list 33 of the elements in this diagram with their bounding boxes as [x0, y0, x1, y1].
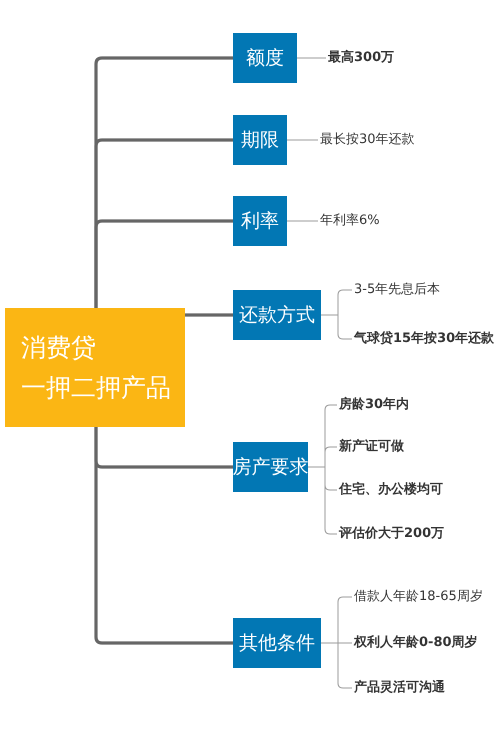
leaf-text: 气球贷15年按30年还款	[352, 329, 494, 349]
connector-line	[320, 642, 352, 688]
connector-line	[320, 314, 352, 340]
leaf-text: 最高300万	[326, 48, 394, 68]
leaf-text: 年利率6%	[318, 211, 380, 231]
leaf-text: 评估价大于200万	[337, 524, 444, 544]
connector-line	[185, 313, 233, 317]
branch-box	[233, 442, 308, 492]
leaf-text: 3-5年先息后本	[352, 280, 440, 300]
connector-line	[94, 427, 233, 645]
branch-label: 房产要求	[232, 454, 308, 480]
topic-box	[5, 308, 185, 427]
branch-box	[233, 290, 321, 340]
leaf-text: 房龄30年内	[337, 395, 410, 415]
branch-box	[233, 33, 297, 83]
branch-label: 额度	[246, 46, 284, 71]
leaf-text: 产品灵活可沟通	[352, 678, 445, 698]
topic-title: 消费贷	[21, 332, 97, 364]
branch-label: 利率	[241, 208, 279, 234]
leaf-text: 最长按30年还款	[318, 130, 415, 150]
topic-title: 一押二押产品	[21, 372, 169, 403]
leaf-text: 权利人年龄0-80周岁	[352, 633, 478, 653]
branch-label: 其他条件	[239, 630, 315, 656]
branch-label: 还款方式	[239, 302, 315, 328]
connector-line	[286, 220, 318, 222]
branch-box	[233, 196, 287, 246]
branch-label: 期限	[241, 128, 279, 153]
connector-line	[94, 219, 233, 308]
branch-box	[233, 618, 321, 668]
leaf-text: 住宅、办公楼均可	[337, 480, 443, 500]
branch-box	[233, 115, 287, 165]
leaf-text: 新产证可做	[337, 437, 404, 457]
leaf-text: 借款人年龄18-65周岁	[352, 587, 483, 607]
